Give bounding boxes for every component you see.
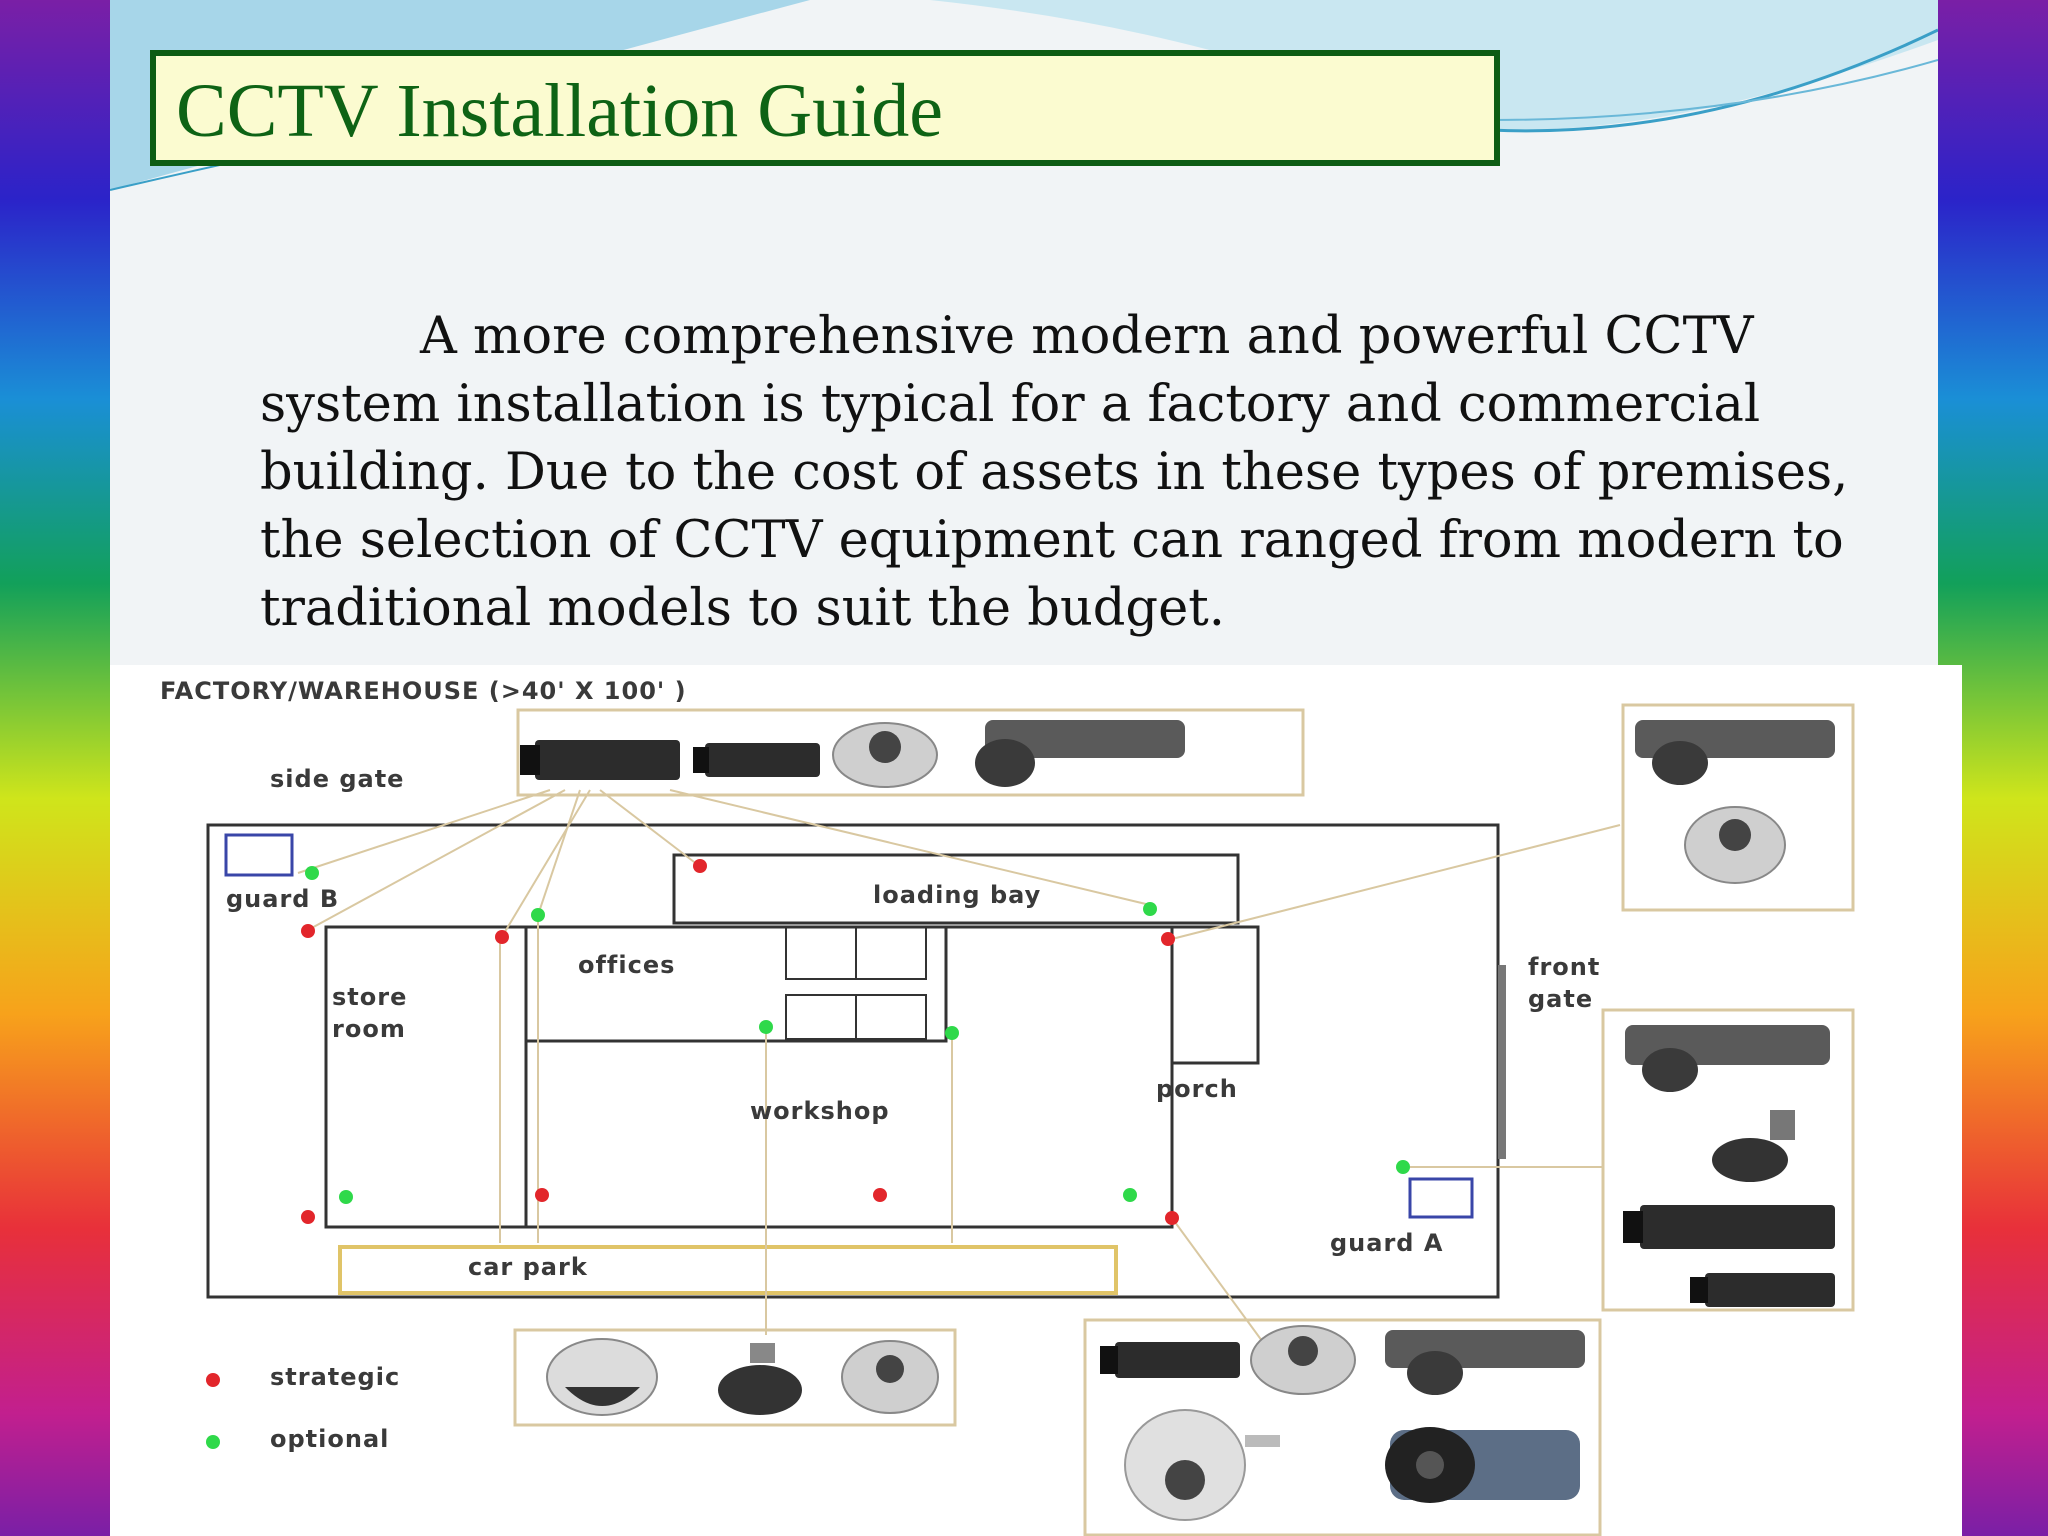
porch-room [1170, 925, 1260, 1065]
bracket-camera-icon [718, 1343, 802, 1415]
guard-a-box [1408, 1177, 1474, 1219]
offices-room [524, 925, 948, 1043]
store-room-label: store room [332, 983, 408, 1043]
title-box: CCTV Installation Guide [150, 50, 1500, 166]
loading-bay-label: loading bay [873, 881, 1042, 909]
guard-b-box [224, 833, 294, 877]
loading-bay-room [672, 853, 1240, 925]
box-camera-icon [1623, 1205, 1835, 1249]
slide-title: CCTV Installation Guide [176, 69, 943, 153]
legend-optional-label: optional [270, 1425, 390, 1453]
connection-lines [297, 789, 1621, 1346]
porch-label: porch [1156, 1075, 1238, 1103]
diagram-heading: FACTORY/WAREHOUSE (>40' X 100' ) [160, 677, 687, 705]
guard-a-label: guard A [1330, 1229, 1444, 1257]
strategic-dots [301, 859, 1179, 1225]
car-park-label: car park [468, 1253, 588, 1281]
camera-icons [520, 720, 1835, 1521]
box-camera-icon [1100, 1342, 1240, 1378]
bullet-camera-icon [1385, 1330, 1585, 1395]
front-gate-label: front gate [1528, 953, 1601, 1013]
dome-camera-icon [546, 1338, 658, 1416]
body-paragraph: A more comprehensive modern and powerful… [260, 307, 1849, 638]
box-camera-icon [1690, 1273, 1835, 1307]
ptz-dome-camera-icon [1124, 1409, 1280, 1521]
box-camera-icon [693, 743, 820, 777]
workshop-label: workshop [750, 1097, 890, 1125]
side-gate-label: side gate [270, 765, 405, 793]
dome-camera-icon [1250, 1325, 1356, 1395]
legend-strategic-dot [206, 1373, 220, 1387]
factory-cctv-diagram: FACTORY/WAREHOUSE (>40' X 100' ) side ga… [110, 665, 1962, 1536]
optional-dots [305, 866, 1410, 1204]
store-room-room [324, 925, 528, 1229]
offices-label: offices [578, 951, 676, 979]
camera-frames [513, 703, 1855, 1536]
legend-strategic-label: strategic [270, 1363, 401, 1391]
ir-bullet-camera-icon [1385, 1427, 1580, 1503]
bullet-camera-icon [1625, 1025, 1830, 1092]
bullet-camera-icon [1635, 720, 1835, 785]
bullet-camera-icon [975, 720, 1185, 787]
car-park-area [338, 1245, 1118, 1295]
guard-b-label: guard B [226, 885, 340, 913]
dome-camera-icon [841, 1340, 939, 1414]
front-gate-bar [1498, 965, 1506, 1159]
bracket-camera-icon [1712, 1110, 1795, 1182]
box-camera-icon [520, 740, 680, 780]
floor-plan [206, 703, 1855, 1536]
dome-camera-icon [1684, 806, 1786, 884]
legend-optional-dot [206, 1435, 220, 1449]
dome-camera-icon [832, 722, 938, 788]
